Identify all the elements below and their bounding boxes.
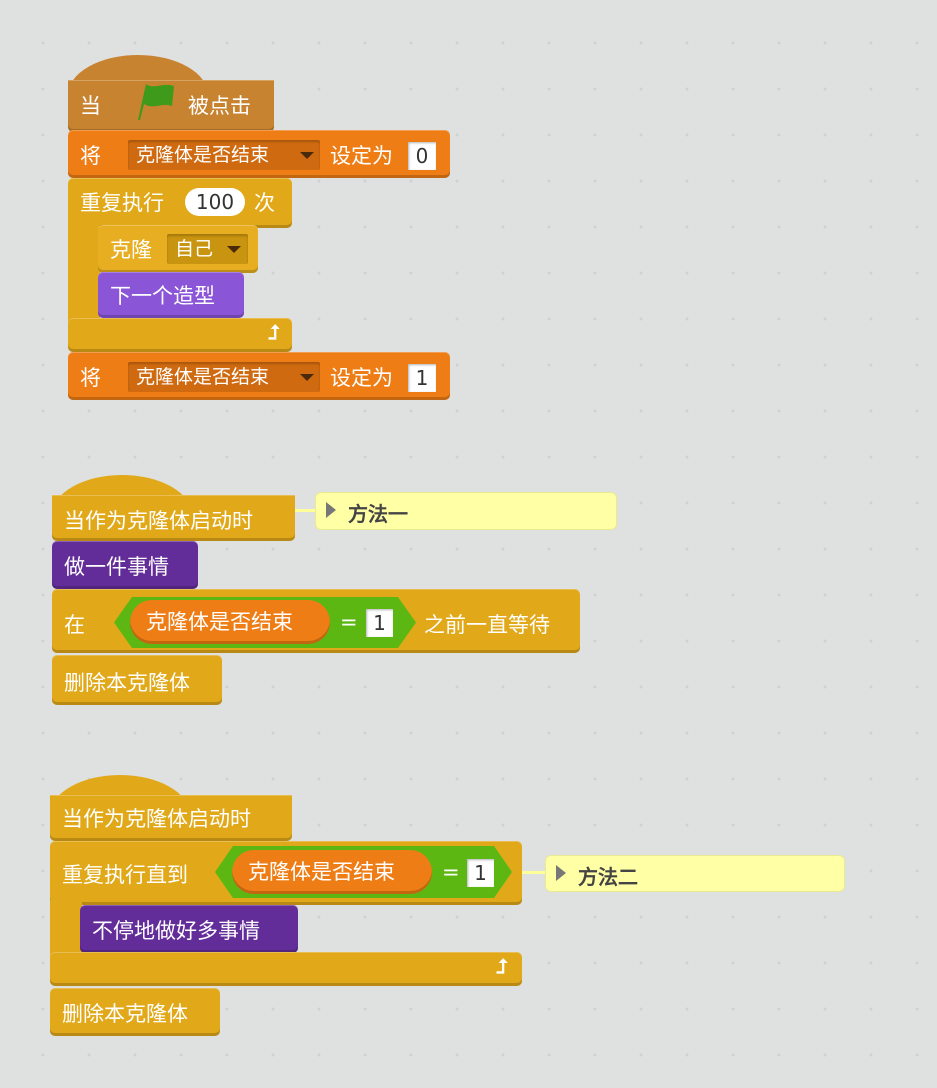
delete-label: 删除本克隆体: [64, 671, 190, 695]
set-variable-block[interactable]: 将 克隆体是否结束 设定为 1: [68, 352, 450, 400]
dropdown-arrow-icon: [227, 246, 241, 253]
loop-arrow-icon: ⮥: [268, 320, 280, 344]
wait-until-block[interactable]: 在 克隆体是否结束 = 1 之前一直等待: [52, 589, 580, 653]
set-variable-block[interactable]: 将 克隆体是否结束 设定为 0: [68, 130, 450, 178]
repeat-bottom: ⮥: [50, 952, 522, 986]
clone-target: 自己: [175, 238, 214, 260]
repeat-label: 重复执行: [80, 191, 164, 215]
custom-block[interactable]: 不停地做好多事情: [80, 905, 298, 953]
next-costume-block[interactable]: 下一个造型: [98, 272, 244, 318]
wait-prefix: 在: [64, 613, 85, 637]
comment-connector: [295, 509, 317, 512]
hat-label: 当作为克隆体启动时: [64, 509, 253, 533]
variable-name: 克隆体是否结束: [136, 144, 270, 166]
loop-arrow-icon: ⮥: [496, 954, 508, 978]
custom-label: 不停地做好多事情: [92, 919, 260, 943]
to-label: 设定为: [330, 366, 393, 390]
variable-name: 克隆体是否结束: [136, 366, 270, 388]
variable-reporter[interactable]: 克隆体是否结束: [232, 850, 432, 894]
set-label: 将: [80, 366, 101, 390]
variable-name: 克隆体是否结束: [146, 610, 293, 634]
custom-label: 做一件事情: [64, 555, 169, 579]
wait-suffix: 之前一直等待: [424, 613, 550, 637]
hat-suffix: 被点击: [188, 94, 251, 118]
hat-prefix: 当: [80, 94, 101, 118]
clone-label: 克隆: [110, 238, 152, 262]
comment-note[interactable]: 方法二: [545, 855, 845, 892]
value-input[interactable]: 1: [408, 364, 436, 392]
repeat-count-input[interactable]: 100: [185, 188, 245, 216]
to-label: 设定为: [330, 144, 393, 168]
repeat-until-label: 重复执行直到: [62, 863, 188, 887]
equals-operator[interactable]: 克隆体是否结束 = 1: [114, 597, 416, 648]
comment-note[interactable]: 方法一: [315, 492, 617, 530]
hat-label: 当作为克隆体启动时: [62, 807, 251, 831]
green-flag-icon: [138, 84, 174, 120]
custom-block[interactable]: 做一件事情: [52, 541, 198, 589]
when-flag-clicked-block[interactable]: 当 被点击: [68, 80, 274, 132]
repeat-block[interactable]: 重复执行 100 次: [68, 178, 292, 228]
value-input[interactable]: 0: [408, 142, 436, 170]
comment-text: 方法二: [578, 865, 638, 889]
dropdown-arrow-icon: [300, 374, 314, 381]
delete-clone-block[interactable]: 删除本克隆体: [52, 655, 222, 705]
equals-operator[interactable]: 克隆体是否结束 = 1: [215, 846, 512, 898]
comment-connector: [522, 871, 547, 874]
times-label: 次: [254, 191, 275, 215]
comment-text: 方法一: [348, 502, 408, 526]
delete-clone-block[interactable]: 删除本克隆体: [50, 988, 220, 1036]
when-start-as-clone-block[interactable]: 当作为克隆体启动时: [52, 495, 295, 541]
next-costume-label: 下一个造型: [110, 284, 215, 308]
create-clone-block[interactable]: 克隆 自己: [98, 225, 258, 273]
repeat-arm: [50, 900, 82, 960]
repeat-arm: [68, 220, 100, 330]
clone-target-dropdown[interactable]: 自己: [167, 234, 248, 264]
repeat-until-block[interactable]: 重复执行直到 克隆体是否结束 = 1: [50, 841, 522, 905]
variable-dropdown[interactable]: 克隆体是否结束: [128, 140, 320, 170]
variable-dropdown[interactable]: 克隆体是否结束: [128, 362, 320, 392]
equals-sign: =: [442, 860, 460, 884]
compare-value-input[interactable]: 1: [366, 609, 393, 637]
expand-triangle-icon[interactable]: [326, 502, 336, 518]
set-label: 将: [80, 144, 101, 168]
expand-triangle-icon[interactable]: [556, 865, 566, 881]
equals-sign: =: [340, 610, 358, 634]
variable-reporter[interactable]: 克隆体是否结束: [130, 600, 330, 644]
repeat-bottom: ⮥: [68, 318, 292, 352]
delete-label: 删除本克隆体: [62, 1002, 188, 1026]
dropdown-arrow-icon: [300, 152, 314, 159]
compare-value-input[interactable]: 1: [467, 859, 494, 887]
when-start-as-clone-block[interactable]: 当作为克隆体启动时: [50, 795, 292, 841]
variable-name: 克隆体是否结束: [248, 860, 395, 884]
